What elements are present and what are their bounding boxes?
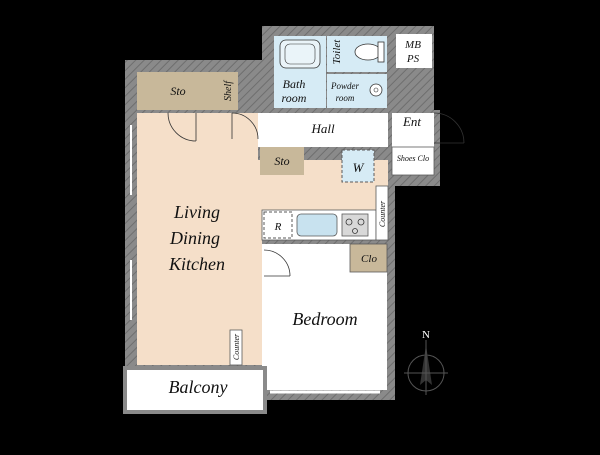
bathtub-icon: [279, 39, 321, 69]
bath-label-1: Bath: [283, 77, 306, 91]
toilet-label: Toilet: [331, 39, 343, 65]
shelf-label: Shelf: [223, 80, 234, 101]
storage-top-floor: [137, 72, 220, 110]
balcony-label: Balcony: [169, 377, 228, 397]
living-label-3: Kitchen: [168, 254, 225, 274]
shelf-floor: [220, 72, 238, 110]
closet-label: Clo: [361, 253, 377, 265]
powder-label-1: Powder: [330, 81, 359, 91]
door-arcs: [167, 112, 465, 277]
bedroom-label: Bedroom: [292, 309, 357, 329]
storage-top-label: Sto: [170, 84, 185, 98]
shoes-closet-floor: [391, 146, 435, 176]
washer-space: [341, 149, 375, 183]
kitchen-side-counter: [375, 185, 389, 241]
powder-label-2: room: [336, 93, 355, 103]
sink-basin-icon: [369, 83, 383, 97]
bedroom-closet-floor: [349, 243, 388, 273]
north-arrow-icon: [404, 340, 448, 395]
hall-label: Hall: [310, 121, 335, 136]
entrance-label: Ent: [402, 114, 421, 129]
stove-icon: [341, 213, 369, 237]
living-label-1: Living: [173, 202, 220, 222]
sink-icon: [296, 213, 338, 237]
mbps-label-2: PS: [406, 53, 420, 65]
living-counter: [229, 329, 243, 366]
toilet-icon: [354, 43, 382, 61]
shoes-closet-label: Shoes Clo: [397, 154, 429, 163]
north-label: N: [422, 329, 430, 341]
mbps-label-1: MB: [404, 39, 421, 51]
fridge-space: [263, 211, 293, 239]
hall-storage-floor: [260, 147, 304, 175]
living-counter-label: Counter: [232, 333, 241, 360]
entrance-floor: [392, 113, 434, 147]
fridge-label: R: [274, 221, 282, 233]
hall-floor: [258, 113, 388, 147]
hall-storage-label: Sto: [274, 154, 289, 168]
living-label-2: Dining: [169, 228, 220, 248]
bath-label-2: room: [282, 91, 307, 105]
kitchen-counter-label: Counter: [378, 200, 387, 227]
balcony-floor: [123, 366, 267, 414]
mbps-box: [396, 34, 432, 68]
washer-label: W: [353, 160, 365, 175]
